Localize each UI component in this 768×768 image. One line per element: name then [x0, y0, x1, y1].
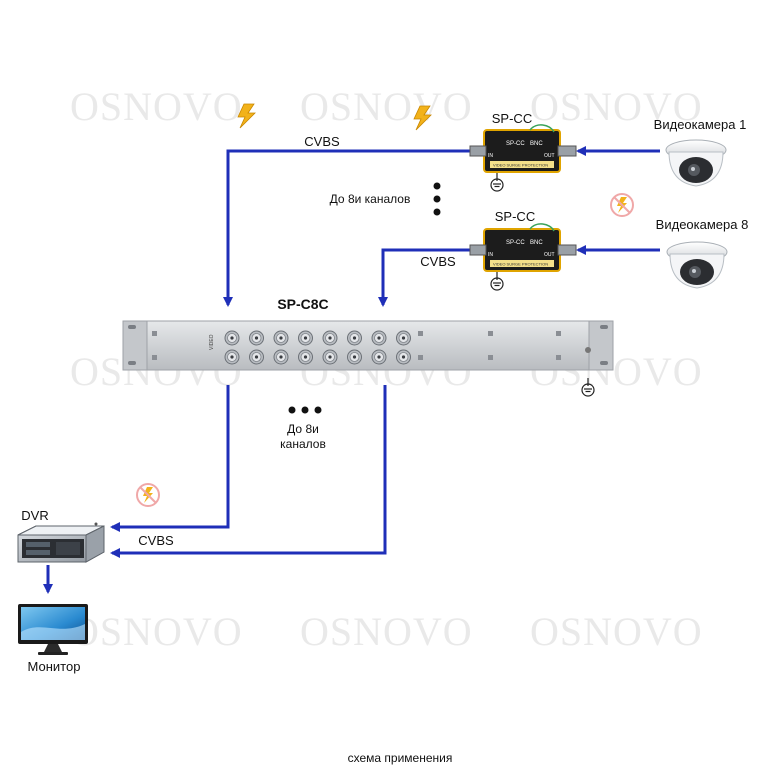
protector-mark: SP-CC — [506, 141, 525, 147]
bnc-connector — [249, 349, 264, 365]
cvbs-label-bottom: CVBS — [138, 533, 174, 548]
ellipsis-icon — [288, 406, 322, 414]
bnc-connector — [371, 330, 387, 346]
lightning-icon — [237, 103, 256, 129]
bnc-connector — [249, 330, 264, 346]
protector-mark: IN — [488, 252, 493, 258]
ground-icon — [581, 378, 595, 397]
ellipsis-icon — [433, 182, 441, 216]
camera-1-label: Видеокамера 1 — [654, 117, 747, 132]
bnc-connector — [396, 349, 411, 365]
ground-icon — [490, 173, 504, 192]
watermark: OSNOVO — [300, 84, 473, 129]
surge-protector-top: SP-CC BNC IN OUT VIDEO SURGE PROTECTION — [469, 124, 577, 173]
bnc-connector — [273, 349, 289, 365]
dvr-label: DVR — [21, 508, 48, 523]
cvbs-label-top: CVBS — [304, 134, 340, 149]
panel-mark: VIDEO — [209, 334, 215, 350]
protector-mark: VIDEO SURGE PROTECTION — [493, 163, 548, 168]
channels-label-mid-2: каналов — [280, 437, 326, 451]
bnc-connector — [347, 330, 362, 346]
lightning-icon — [413, 105, 432, 131]
signal-line-cvbs-top — [223, 149, 470, 307]
diagram-caption: схема применения — [348, 751, 453, 765]
protector-mark: VIDEO SURGE PROTECTION — [493, 262, 548, 267]
signal-lines — [43, 146, 660, 594]
watermark: OSNOVO — [70, 84, 243, 129]
signal-line-out-1 — [110, 385, 230, 532]
watermark: OSNOVO — [530, 84, 703, 129]
bnc-connector — [371, 349, 387, 365]
protector-mark: BNC — [530, 240, 543, 246]
bnc-connector-grid — [224, 330, 411, 365]
camera-8-label: Видеокамера 8 — [656, 217, 749, 232]
monitor-icon — [18, 604, 88, 655]
bnc-connector — [322, 349, 338, 365]
bnc-connector — [298, 349, 313, 365]
surge-protector-bottom: SP-CC BNC IN OUT VIDEO SURGE PROTECTION — [469, 223, 577, 272]
signal-line-cvbs-mid — [378, 248, 470, 307]
no-surge-icon — [610, 193, 634, 217]
channels-label-top: До 8и каналов — [330, 192, 411, 206]
protector-mark: SP-CC — [506, 240, 525, 246]
no-surge-icon — [136, 483, 160, 507]
watermark: OSNOVO — [70, 609, 243, 654]
watermark: OSNOVO — [300, 609, 473, 654]
watermark: OSNOVO — [530, 609, 703, 654]
camera-icon — [665, 139, 727, 187]
protector-mark: BNC — [530, 141, 543, 147]
surge-protector-top-label: SP-CC — [492, 111, 532, 126]
ground-icon — [490, 272, 504, 291]
protector-mark: OUT — [544, 252, 555, 258]
channels-label-mid-1: До 8и — [287, 422, 319, 436]
bnc-connector — [396, 330, 411, 346]
bnc-connector — [224, 330, 240, 346]
bnc-connector — [322, 330, 338, 346]
bnc-connector — [224, 349, 240, 365]
bnc-connector — [347, 349, 362, 365]
signal-line-out-8 — [110, 385, 387, 558]
camera-icon — [666, 241, 728, 289]
rack-unit-label: SP-C8C — [277, 296, 328, 312]
bnc-connector — [273, 330, 289, 346]
cvbs-label-mid: CVBS — [420, 254, 456, 269]
bnc-connector — [298, 330, 313, 346]
protector-mark: IN — [488, 153, 493, 159]
dvr-icon — [17, 522, 105, 563]
monitor-label: Монитор — [28, 659, 81, 674]
surge-protector-bottom-label: SP-CC — [495, 209, 535, 224]
rack-unit: VIDEO — [122, 320, 614, 371]
protector-mark: OUT — [544, 153, 555, 159]
